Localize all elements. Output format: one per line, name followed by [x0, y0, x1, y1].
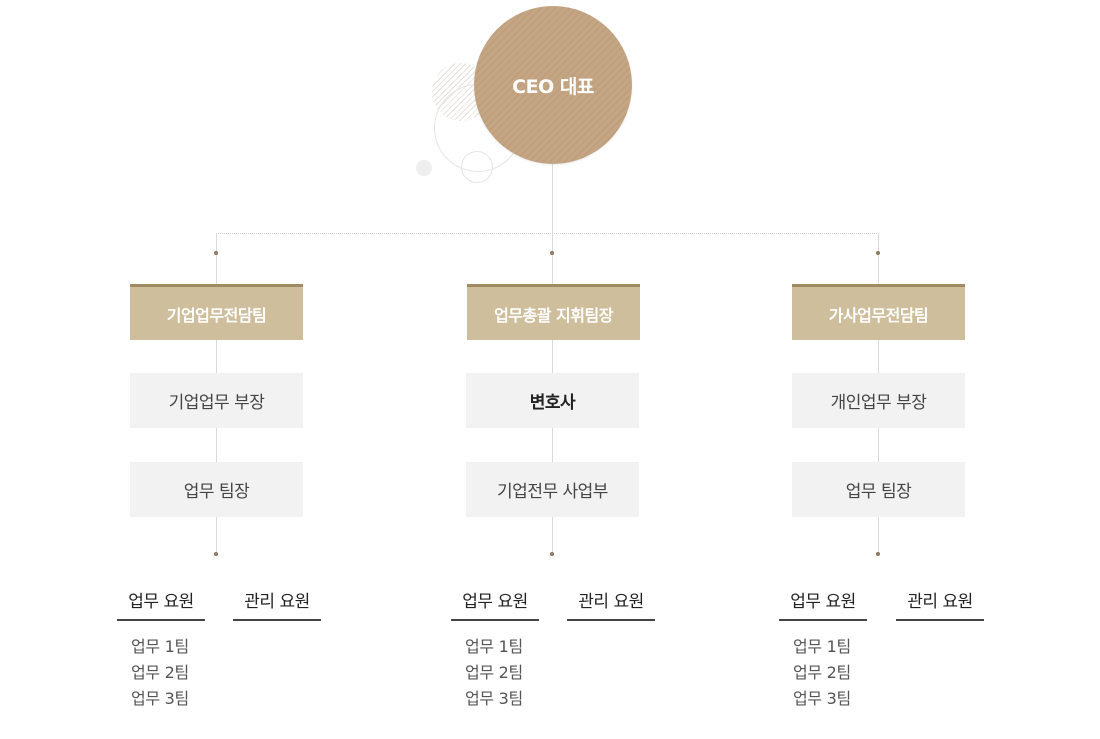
ceo-node: CEO 대표 — [474, 6, 632, 164]
staff-tab-label: 업무 요원 — [128, 592, 194, 612]
staff-tab-label: 업무 요원 — [790, 592, 856, 612]
org-box-label: 기업전무 사업부 — [497, 482, 608, 502]
connector-dot — [550, 552, 554, 556]
org-box-label: 업무 팀장 — [845, 482, 912, 502]
staff-tab: 관리 요원 — [567, 585, 655, 621]
decorative-ring-small — [461, 151, 493, 183]
team-list: 업무 1팀 업무 2팀 업무 3팀 — [131, 634, 189, 712]
team-item: 업무 1팀 — [131, 637, 189, 656]
branch-connector — [216, 233, 879, 234]
org-box-label: 개인업무 부장 — [830, 393, 927, 413]
staff-tab-label: 관리 요원 — [578, 592, 644, 612]
org-box: 개인업무 부장 — [792, 373, 965, 428]
team-item: 업무 2팀 — [465, 663, 523, 682]
staff-tab: 업무 요원 — [779, 585, 867, 621]
team-item: 업무 3팀 — [131, 689, 189, 708]
connector-dot — [876, 251, 880, 255]
team-head-label: 업무총괄 지휘팀장 — [494, 305, 613, 325]
connector-dot — [214, 251, 218, 255]
team-head-label: 기업업무전담팀 — [166, 305, 267, 325]
connector-dot — [214, 552, 218, 556]
team-list: 업무 1팀 업무 2팀 업무 3팀 — [793, 634, 851, 712]
team-head-command: 업무총괄 지휘팀장 — [467, 284, 640, 340]
staff-tab: 업무 요원 — [117, 585, 205, 621]
ceo-label: CEO 대표 — [512, 75, 594, 98]
staff-tab-label: 관리 요원 — [244, 592, 310, 612]
team-head-household: 가사업무전담팀 — [792, 284, 965, 340]
team-item: 업무 2팀 — [131, 663, 189, 682]
ceo-connector — [552, 164, 553, 234]
staff-tab: 업무 요원 — [451, 585, 539, 621]
org-box: 변호사 — [466, 373, 639, 428]
org-box: 기업업무 부장 — [130, 373, 303, 428]
team-item: 업무 1팀 — [465, 637, 523, 656]
team-item: 업무 3팀 — [793, 689, 851, 708]
org-box: 기업전무 사업부 — [466, 462, 639, 517]
staff-tab: 관리 요원 — [896, 585, 984, 621]
org-box-label: 기업업무 부장 — [168, 393, 265, 413]
team-item: 업무 1팀 — [793, 637, 851, 656]
team-list: 업무 1팀 업무 2팀 업무 3팀 — [465, 634, 523, 712]
org-box: 업무 팀장 — [792, 462, 965, 517]
staff-tab-label: 업무 요원 — [462, 592, 528, 612]
team-item: 업무 2팀 — [793, 663, 851, 682]
org-box-label: 업무 팀장 — [183, 482, 250, 502]
decorative-dot — [416, 160, 432, 176]
team-item: 업무 3팀 — [465, 689, 523, 708]
connector-dot — [550, 251, 554, 255]
staff-tab: 관리 요원 — [233, 585, 321, 621]
org-box-label: 변호사 — [529, 393, 576, 413]
org-box: 업무 팀장 — [130, 462, 303, 517]
connector-dot — [876, 552, 880, 556]
team-head-corporate: 기업업무전담팀 — [130, 284, 303, 340]
team-head-label: 가사업무전담팀 — [828, 305, 929, 325]
staff-tab-label: 관리 요원 — [907, 592, 973, 612]
